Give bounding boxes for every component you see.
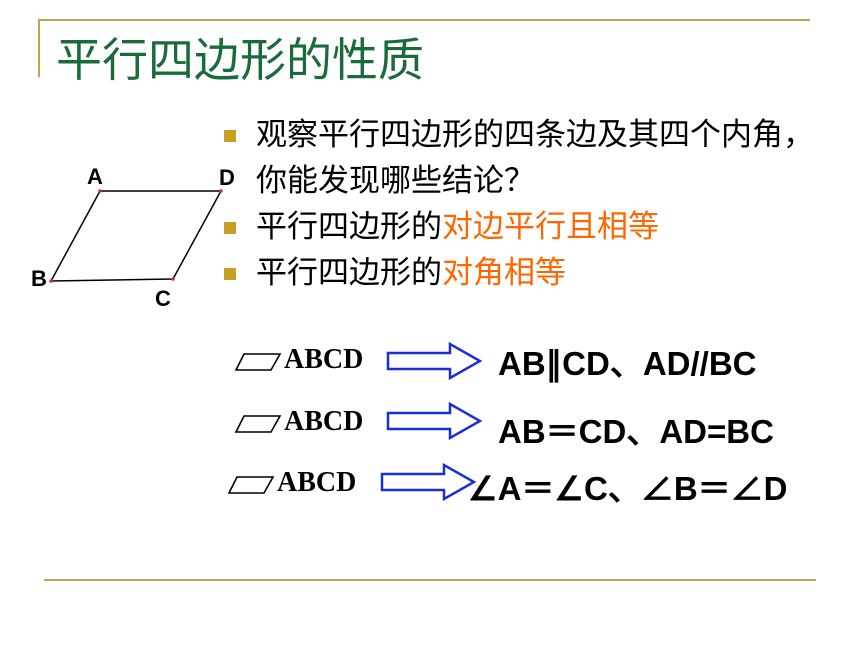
left-rule [38, 19, 40, 77]
implication-conclusion: AB＝CD、AD=BC [498, 413, 774, 450]
right-arrow-icon [386, 341, 482, 381]
bullet-item: 平行四边形的对边平行且相等 [222, 204, 842, 250]
slide-title: 平行四边形的性质 [56, 33, 424, 87]
bullet-highlight: 对角相等 [442, 255, 566, 291]
bullet-text: 平行四边形的 [256, 255, 442, 291]
right-arrow-icon [380, 462, 476, 502]
vertex-label-a: A [87, 164, 103, 189]
vertex-dot [49, 279, 53, 283]
implication-conclusion: ∠A＝∠C、∠B＝∠D [468, 470, 788, 507]
vertex-dot [171, 277, 175, 281]
bullet-square-icon [224, 222, 236, 234]
bullet-text: 平行四边形的 [256, 209, 442, 245]
parallelogram-symbol-icon [227, 476, 275, 494]
implication-conclusion: AB∥CD、AD//BC [498, 345, 757, 382]
bullet-item: 平行四边形的对角相等 [222, 250, 842, 296]
parallelogram-figure: A D B C [31, 164, 235, 311]
parallelogram-symbol-icon [234, 415, 282, 433]
bullet-square-icon [224, 130, 236, 142]
bottom-rule [44, 579, 816, 581]
top-rule [38, 19, 810, 21]
bullet-item: 观察平行四边形的四条边及其四个内角，你能发现哪些结论？ [222, 112, 842, 204]
vertex-label-c: C [155, 286, 171, 311]
bullet-square-icon [224, 268, 236, 280]
bullet-highlight: 对边平行且相等 [442, 209, 659, 245]
right-arrow-icon [386, 401, 482, 441]
parallelogram-symbol-icon [234, 353, 282, 371]
implication-premise: ABCD [284, 406, 364, 437]
implication-premise: ABCD [277, 467, 357, 498]
vertex-dot [219, 189, 223, 193]
parallelogram-shape [49, 190, 223, 282]
vertex-dot [98, 189, 102, 193]
bullet-text: 观察平行四边形的四条边及其四个内角，你能发现哪些结论？ [256, 117, 814, 199]
implication-premise: ABCD [284, 344, 364, 375]
vertex-label-d: D [219, 165, 235, 190]
vertex-label-b: B [31, 266, 47, 291]
bullet-list: 观察平行四边形的四条边及其四个内角，你能发现哪些结论？ 平行四边形的对边平行且相… [222, 112, 842, 296]
